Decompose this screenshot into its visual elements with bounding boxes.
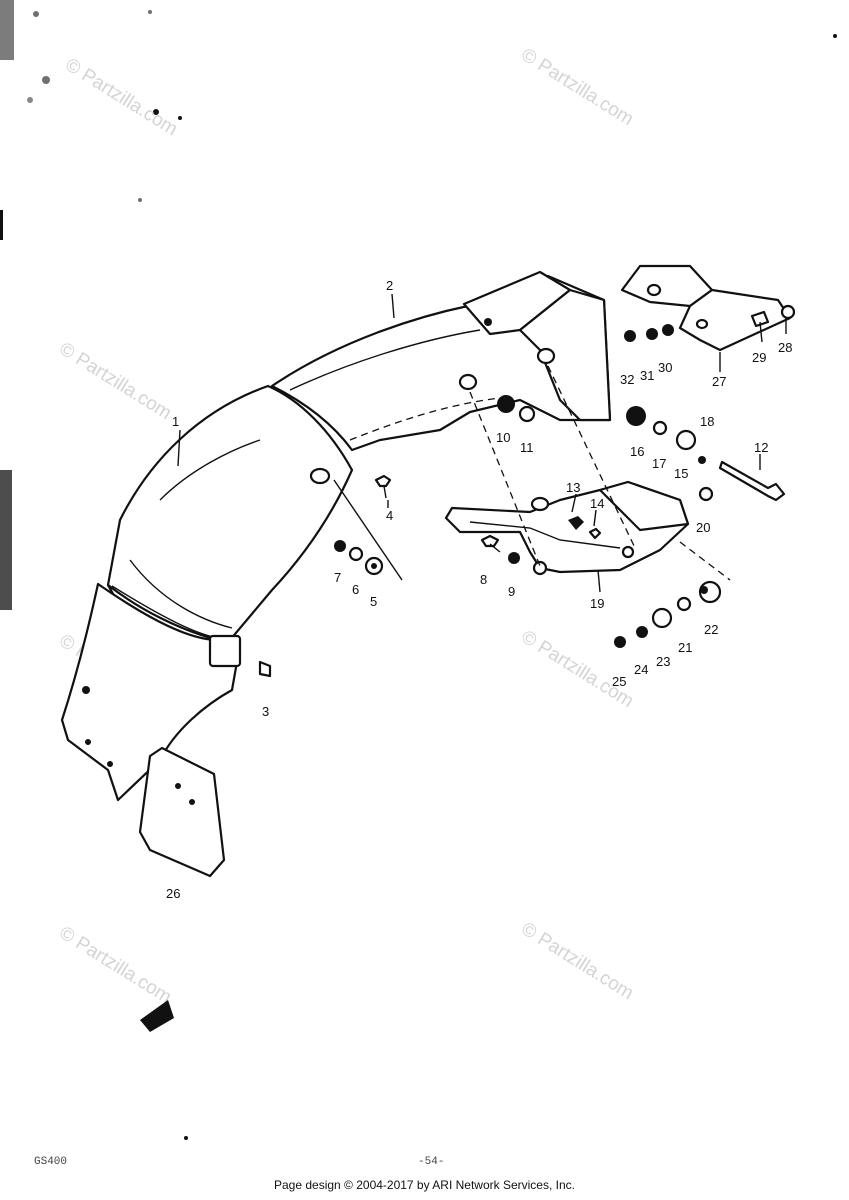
callout-3: 3 xyxy=(262,704,269,719)
callout-26: 26 xyxy=(166,886,180,901)
callout-15: 15 xyxy=(674,466,688,481)
callout-17: 17 xyxy=(652,456,666,471)
reflector xyxy=(140,1000,174,1032)
callout-13: 13 xyxy=(566,480,580,495)
callout-7: 7 xyxy=(334,570,341,585)
rear-fender-diagram: © Partzilla.com © Partzilla.com © Partzi… xyxy=(0,0,837,1140)
model-code: GS400 xyxy=(34,1156,68,1168)
watermark: © Partzilla.com xyxy=(55,338,175,424)
bracket-27 xyxy=(620,264,792,352)
callout-16: 16 xyxy=(630,444,644,459)
leader-lines xyxy=(177,293,787,593)
brace-19 xyxy=(444,480,690,576)
page-number: -54- xyxy=(418,1156,445,1168)
scan-noise xyxy=(0,0,837,1140)
watermark: © Partzilla.com xyxy=(55,922,175,1008)
callout-28: 28 xyxy=(778,340,792,355)
callout-4: 4 xyxy=(386,508,393,523)
callout-14: 14 xyxy=(590,496,604,511)
callout-30: 30 xyxy=(658,360,672,375)
callout-2: 2 xyxy=(386,278,393,293)
callout-10: 10 xyxy=(496,430,510,445)
callout-6: 6 xyxy=(352,582,359,597)
callout-9: 9 xyxy=(508,584,515,599)
callout-8: 8 xyxy=(480,572,487,587)
callout-19: 19 xyxy=(590,596,604,611)
callout-27: 27 xyxy=(712,374,726,389)
callout-32: 32 xyxy=(620,372,634,387)
callout-20: 20 xyxy=(696,520,710,535)
callout-29: 29 xyxy=(752,350,766,365)
callout-1: 1 xyxy=(172,414,179,429)
callout-12: 12 xyxy=(754,440,768,455)
fasteners xyxy=(258,304,796,678)
callout-25: 25 xyxy=(612,674,626,689)
callout-5: 5 xyxy=(370,594,377,609)
rear-fender-front xyxy=(270,270,612,452)
callout-23: 23 xyxy=(656,654,670,669)
callout-24: 24 xyxy=(634,662,648,677)
callout-31: 31 xyxy=(640,368,654,383)
footer-copyright: Page design © 2004-2017 by ARI Network S… xyxy=(273,1178,575,1192)
callout-11: 11 xyxy=(520,440,534,455)
callout-18: 18 xyxy=(700,414,714,429)
callout-labels: 1 2 3 4 5 6 7 8 9 10 11 12 13 14 15 16 1… xyxy=(166,278,792,901)
rear-fender xyxy=(60,384,354,802)
callout-21: 21 xyxy=(678,640,692,655)
watermark: © Partzilla.com xyxy=(517,44,637,130)
callout-22: 22 xyxy=(704,622,718,637)
watermark: © Partzilla.com xyxy=(61,54,181,140)
watermark: © Partzilla.com xyxy=(517,918,637,1004)
mud-flap-26 xyxy=(138,746,226,878)
